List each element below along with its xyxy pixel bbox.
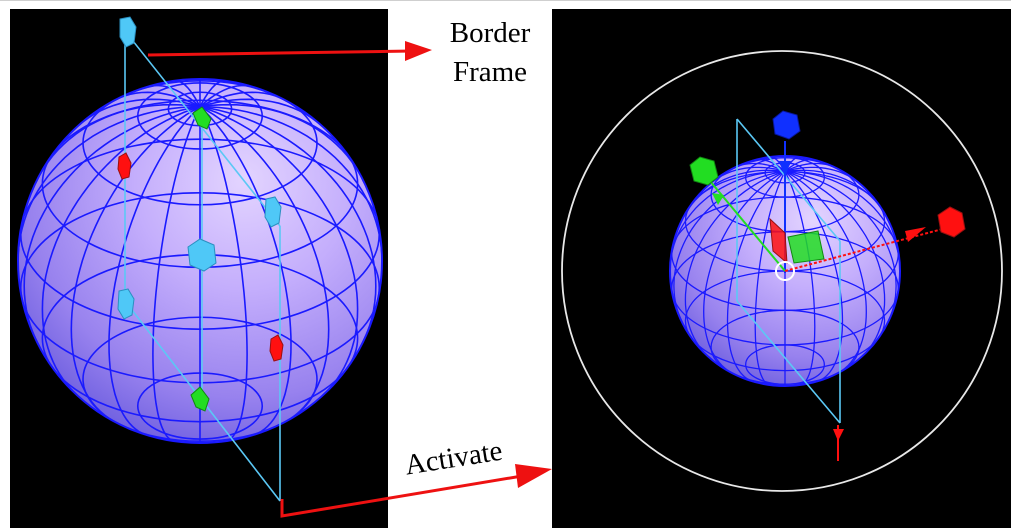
sphere-meridian-line xyxy=(199,105,330,422)
sphere-meridian-line xyxy=(784,170,867,375)
sphere-meridian-line xyxy=(70,105,201,422)
sphere-meridian-line xyxy=(199,105,377,347)
sphere-meridian-line xyxy=(146,84,201,108)
rotate-handle-icon[interactable] xyxy=(190,386,210,412)
sphere-meridian-line xyxy=(174,80,201,108)
sphere-meridian-line xyxy=(784,166,860,184)
sphere-meridian-line xyxy=(18,105,201,262)
activate-arrow xyxy=(280,464,552,518)
rotate-handle-icon[interactable] xyxy=(689,156,719,186)
sphere-meridian-line xyxy=(754,171,786,386)
sphere-meridian-line xyxy=(733,162,786,172)
rotate-handle-icon[interactable] xyxy=(192,106,212,130)
border-frame-arrow xyxy=(147,41,432,61)
sphere-meridian-line xyxy=(199,84,254,108)
sphere-meridian-line xyxy=(35,103,201,183)
sphere-meridian-line xyxy=(199,105,382,262)
sphere-meridian-line xyxy=(199,98,324,128)
sphere-meridian-line xyxy=(703,170,786,375)
border-frame-handle-icon[interactable] xyxy=(119,16,137,48)
border-frame-handle-icon[interactable] xyxy=(187,238,217,272)
border-frame-handle-icon[interactable] xyxy=(117,288,135,320)
sphere-meridian-line xyxy=(41,105,201,397)
sphere-meridian-line xyxy=(670,170,786,272)
sphere-meridian-line xyxy=(199,103,365,183)
sphere-meridian-line xyxy=(684,170,786,360)
sphere-meridian-line xyxy=(784,170,886,360)
sphere-meridian-line xyxy=(784,170,897,326)
sphere-meridian-line xyxy=(753,159,786,172)
sphere-meridian-line xyxy=(76,98,201,128)
sphere-meridian-line xyxy=(784,162,837,172)
sphere-meridian-line xyxy=(152,106,201,442)
sphere-meridian-line xyxy=(673,170,786,326)
sphere-meridian-line xyxy=(108,106,201,436)
gizmo-ring[interactable] xyxy=(561,50,1003,492)
rotate-handle-icon[interactable] xyxy=(269,334,284,362)
sphere-meridian-line xyxy=(710,166,786,184)
transform-gizmo[interactable] xyxy=(689,110,966,461)
sphere-meridian-line xyxy=(23,105,201,347)
sphere-meridian-line xyxy=(113,91,201,108)
sphere-meridian-line xyxy=(199,106,248,442)
sphere-meridian-line xyxy=(199,91,287,108)
border-frame-handle-icon[interactable] xyxy=(264,196,282,228)
border-label-line1: Border xyxy=(450,17,531,49)
frame-handles-left[interactable] xyxy=(117,16,284,412)
sphere-meridian-line xyxy=(784,171,816,386)
sphere-meridian-line xyxy=(199,106,292,436)
sphere-meridian-line xyxy=(784,170,900,272)
activate-label: Activate xyxy=(403,435,505,482)
sphere-meridian-line xyxy=(199,80,226,108)
move-arrow-icon[interactable] xyxy=(772,110,801,140)
move-arrow-icon[interactable] xyxy=(937,206,966,238)
rotate-handle-icon[interactable] xyxy=(117,152,132,180)
sphere-meridian-line xyxy=(199,105,359,397)
sphere-meridian-line xyxy=(682,169,786,218)
border-label-line2: Frame xyxy=(453,56,527,88)
sphere-meridian-line xyxy=(784,159,817,172)
sphere-meridian-line xyxy=(784,169,888,218)
sphere-meridian-line xyxy=(726,170,786,383)
